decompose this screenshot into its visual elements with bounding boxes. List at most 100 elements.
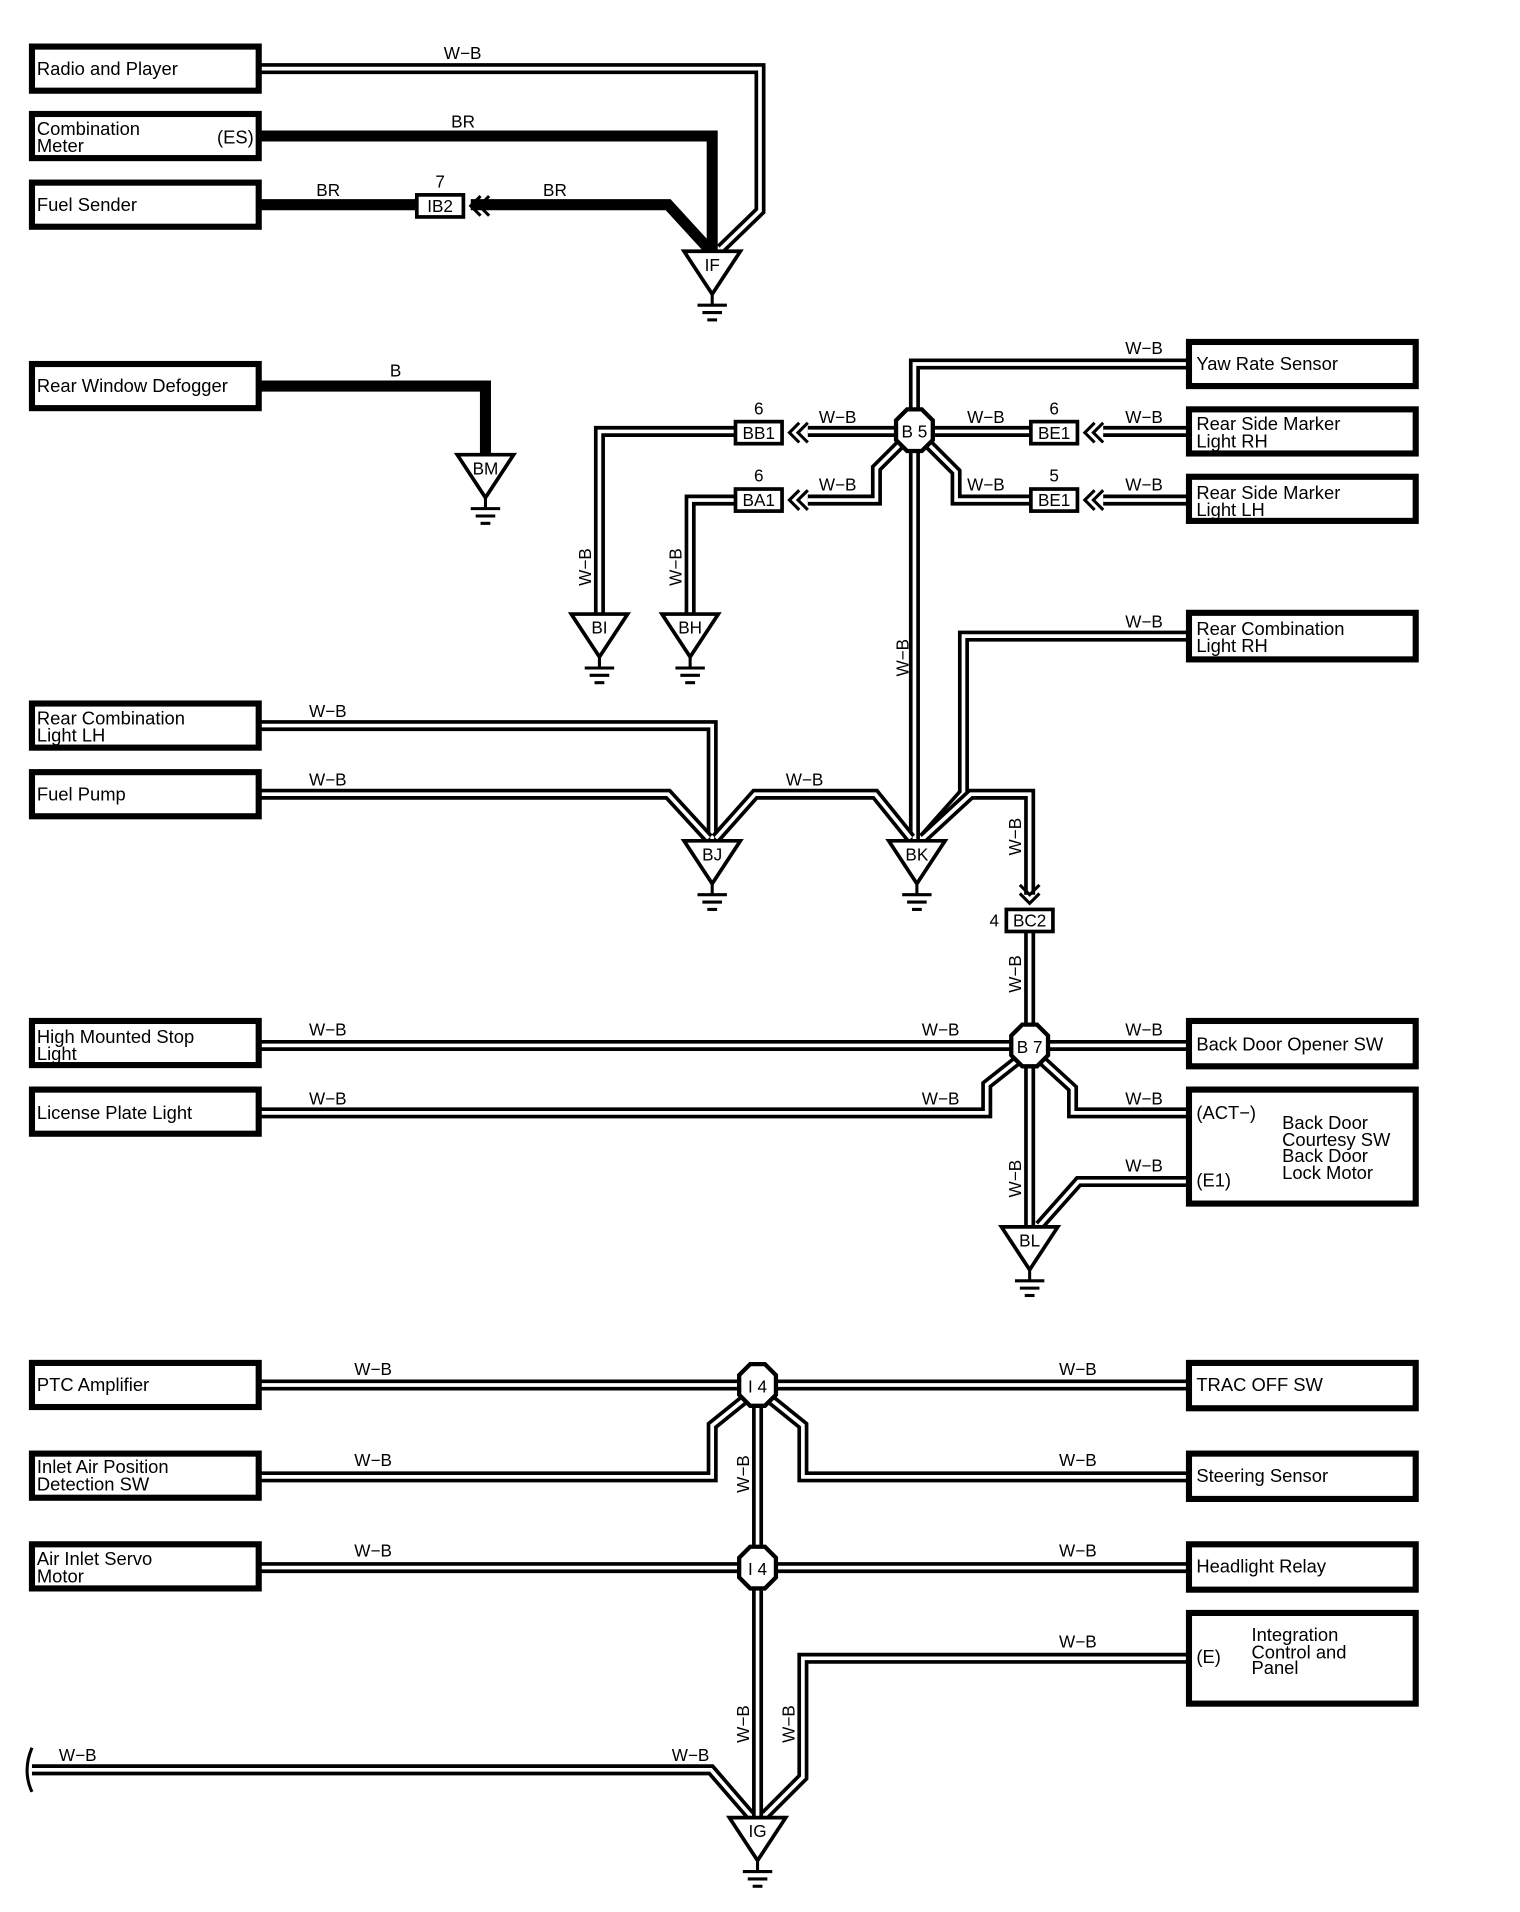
component-rear-window-defogger: Rear Window Defogger [28, 360, 262, 412]
svg-text:Light: Light [37, 1043, 77, 1064]
junction-i4-lower: I 4 [737, 1544, 779, 1591]
svg-text:Courtesy SW: Courtesy SW [1282, 1129, 1391, 1150]
svg-text:Rear Side Marker: Rear Side Marker [1196, 482, 1340, 503]
wire-label: W−B [59, 1745, 97, 1765]
component-back-door-opener-sw: Back Door Opener SW [1185, 1017, 1419, 1070]
svg-text:Air Inlet Servo: Air Inlet Servo [37, 1548, 152, 1569]
wire-wb-outline [31, 1764, 755, 1819]
wire-layer [31, 63, 1189, 1820]
wire-label: W−B [892, 639, 912, 677]
component-rear-combination-light-rh: Rear Combination Light RH [1185, 609, 1419, 663]
svg-text:Rear Side Marker: Rear Side Marker [1196, 413, 1340, 434]
connector-be1-rh: BE1 6 [1029, 398, 1105, 446]
svg-text:6: 6 [754, 466, 764, 486]
svg-text:High Mounted Stop: High Mounted Stop [37, 1026, 194, 1047]
ground-bm: BM [453, 452, 518, 525]
svg-text:Back Door: Back Door [1282, 1145, 1368, 1166]
component-air-inlet-servo-motor: Air Inlet Servo Motor [28, 1541, 262, 1592]
wire-wb-core [912, 362, 1189, 410]
pin-e1: (E1) [1196, 1169, 1231, 1190]
svg-text:BE1: BE1 [1038, 490, 1070, 510]
component-rear-side-marker-light-lh: Rear Side Marker Light LH [1185, 473, 1419, 524]
junction-i4-upper: I 4 [737, 1361, 779, 1408]
wire-label: W−B [1059, 1359, 1097, 1379]
svg-text:Light LH: Light LH [1196, 499, 1264, 520]
wire-wb-outline [258, 788, 713, 843]
svg-text:6: 6 [1049, 398, 1059, 418]
ground-if: IF [680, 249, 744, 322]
wire-label: W−B [922, 1088, 960, 1108]
svg-text:Fuel Pump: Fuel Pump [37, 783, 126, 804]
svg-text:Detection SW: Detection SW [37, 1473, 150, 1494]
wire-label: W−B [967, 474, 1005, 494]
svg-text:Radio and Player: Radio and Player [37, 58, 178, 79]
continuation-mark [25, 1747, 34, 1793]
svg-text:Panel: Panel [1251, 1657, 1298, 1678]
svg-text:Inlet Air Position: Inlet Air Position [37, 1456, 169, 1477]
wire-wb-outline [258, 1057, 1020, 1119]
svg-text:Light RH: Light RH [1196, 635, 1267, 656]
wire-thick [258, 380, 491, 455]
wire-label: W−B [309, 770, 347, 790]
wire-wb-core [258, 1059, 1018, 1115]
wire-label: B [390, 360, 401, 380]
wire-label: W−B [922, 1020, 960, 1040]
wire-wb-core [1038, 1179, 1189, 1227]
svg-text:4: 4 [989, 911, 999, 931]
svg-text:Meter: Meter [37, 135, 84, 156]
pin-e: (E) [1196, 1646, 1221, 1667]
svg-text:Yaw Rate Sensor: Yaw Rate Sensor [1196, 353, 1338, 374]
wire-wb-core [926, 442, 1031, 502]
svg-text:BM: BM [473, 458, 499, 478]
component-rear-side-marker-light-rh: Rear Side Marker Light RH [1185, 406, 1419, 457]
component-trac-off-sw: TRAC OFF SW [1185, 1359, 1419, 1412]
component-license-plate-light: License Plate Light [28, 1086, 262, 1137]
svg-text:BC2: BC2 [1013, 911, 1046, 931]
junction-b5: B 5 [893, 407, 935, 454]
wire-label: W−B [1125, 1156, 1163, 1176]
wire-wb-outline [761, 1652, 1189, 1820]
connector-be1-lh: BE1 5 [1029, 466, 1105, 513]
component-combination-meter: Combination Meter (ES) [28, 110, 262, 162]
wire-wb-core [763, 1656, 1189, 1817]
svg-text:BH: BH [678, 618, 702, 638]
component-back-door-courtesy-sw-lock-motor: (ACT−) (E1) Back Door Courtesy SW Back D… [1185, 1086, 1419, 1207]
ground-bl: BL [998, 1225, 1062, 1298]
component-headlight-relay: Headlight Relay [1185, 1541, 1419, 1593]
svg-text:Back Door: Back Door [1282, 1112, 1368, 1133]
wire-label: W−B [672, 1745, 710, 1765]
svg-text:6: 6 [754, 398, 764, 418]
ground-bk: BK [885, 838, 949, 911]
wire-wb-core [714, 792, 913, 840]
connector-ba1: BA1 6 [733, 466, 809, 513]
wire-label: W−B [354, 1359, 392, 1379]
svg-text:IB2: IB2 [427, 196, 453, 216]
component-yaw-rate-sensor: Yaw Rate Sensor [1185, 338, 1419, 390]
wire-label: W−B [778, 1705, 798, 1743]
svg-text:BA1: BA1 [743, 490, 775, 510]
wire-label: W−B [819, 474, 857, 494]
wire-wb-core [258, 723, 715, 841]
svg-text:PTC Amplifier: PTC Amplifier [37, 1374, 149, 1395]
svg-text:Lock Motor: Lock Motor [1282, 1162, 1373, 1183]
component-integration-control-and-panel: (E) Integration Control and Panel [1185, 1609, 1419, 1707]
component-fuel-sender: Fuel Sender [28, 179, 262, 230]
svg-text:IG: IG [748, 1821, 766, 1841]
svg-text:I 4: I 4 [748, 1376, 768, 1396]
wire-wb-core [258, 66, 762, 251]
svg-text:Control and: Control and [1251, 1641, 1346, 1662]
svg-text:Rear Window Defogger: Rear Window Defogger [37, 375, 228, 396]
wire-label: W−B [1125, 1020, 1163, 1040]
wire-wb-core [258, 792, 710, 840]
wire-label: W−B [575, 548, 595, 586]
svg-text:Back Door Opener SW: Back Door Opener SW [1196, 1033, 1384, 1054]
svg-text:B 7: B 7 [1017, 1037, 1043, 1057]
wire-label: W−B [1005, 1160, 1025, 1198]
wire-wb-core [31, 1767, 752, 1817]
ground-bi: BI [567, 612, 632, 685]
connector-bb1: BB1 6 [733, 398, 809, 446]
wire-label: W−B [309, 1088, 347, 1108]
ground-ig: IG [725, 1815, 790, 1888]
wire-wb-outline [767, 1395, 1189, 1483]
wire-labels: W−B BR BR BR B W−B W−B W−B W−B W−B W−B W… [59, 43, 1163, 1765]
